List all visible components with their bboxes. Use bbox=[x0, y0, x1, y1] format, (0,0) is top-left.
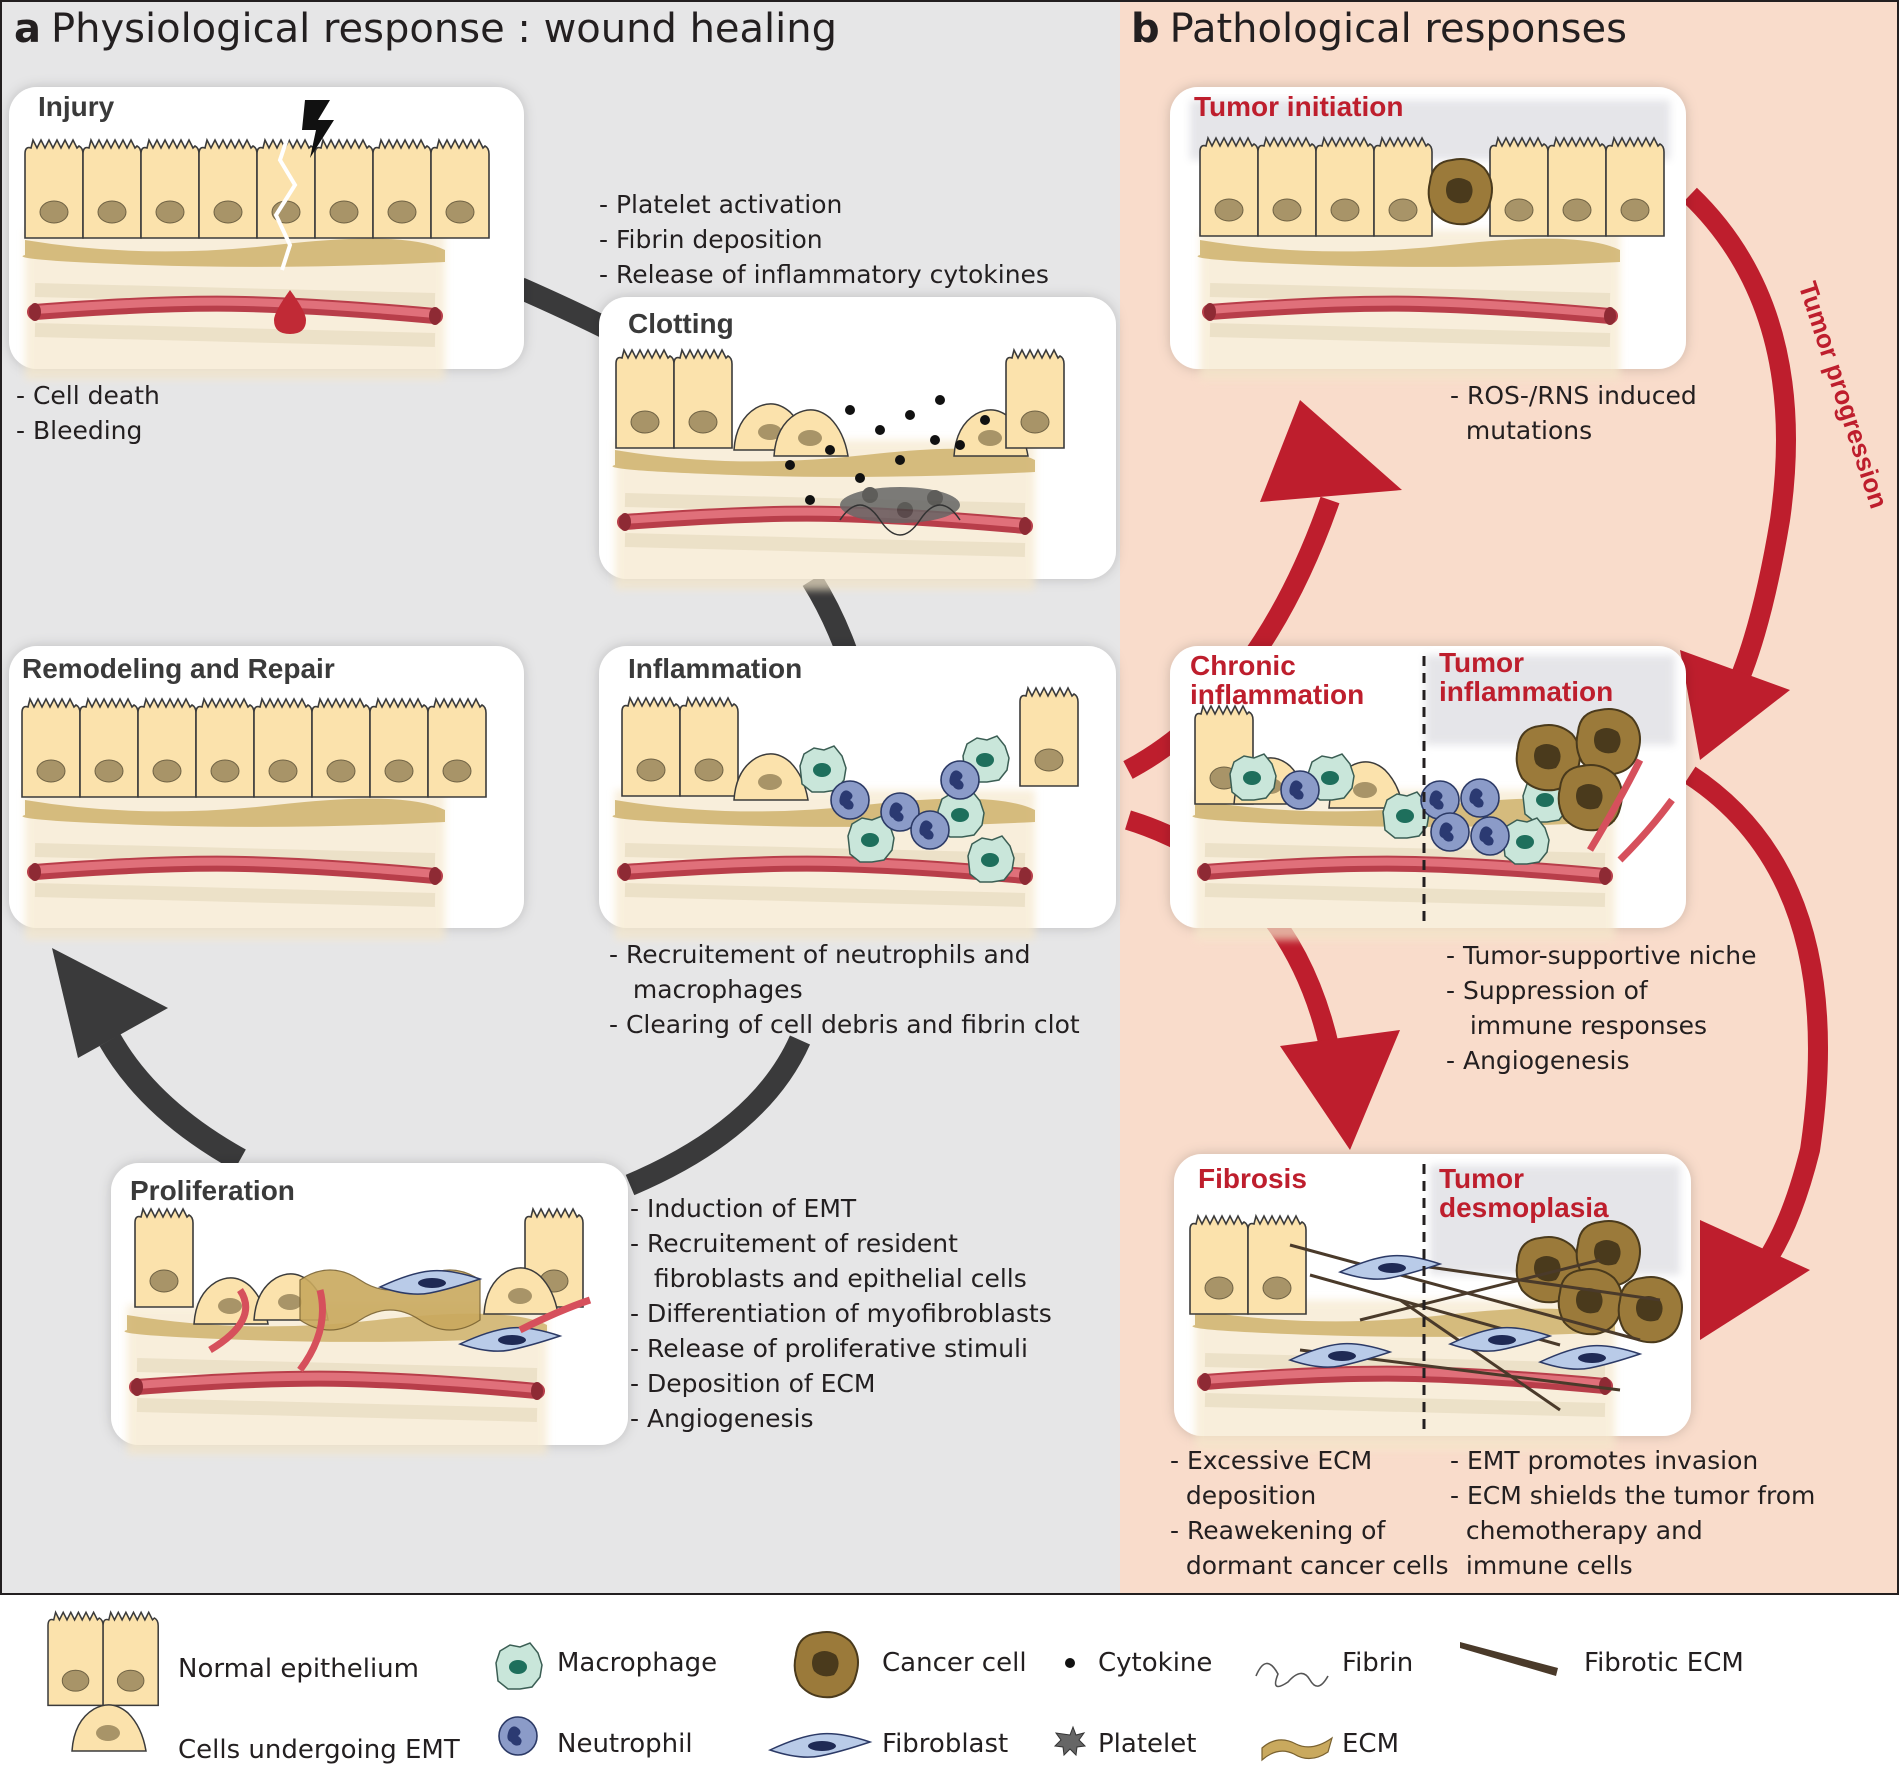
injury-notes: - Cell death - Bleeding bbox=[16, 381, 160, 445]
platelet-icon bbox=[1053, 1725, 1087, 1757]
fibrin-icon bbox=[1255, 1662, 1329, 1688]
panel-a-letter: a bbox=[14, 6, 41, 52]
cytokine-dots bbox=[785, 395, 990, 505]
lightning-icon bbox=[302, 100, 334, 158]
new-vessels bbox=[208, 1288, 592, 1373]
injury-title: Injury bbox=[38, 91, 115, 122]
legend-platelet: Platelet bbox=[1098, 1729, 1197, 1759]
legend-cancer-cell: Cancer cell bbox=[882, 1648, 1027, 1678]
legend-fibrotic-ecm: Fibrotic ECM bbox=[1584, 1648, 1744, 1678]
tumor-inflammation-notes: - Tumor-supportive niche - Suppression o… bbox=[1446, 941, 1757, 1075]
ecm-icon bbox=[1261, 1736, 1334, 1762]
legend-cells-emt: Cells undergoing EMT bbox=[178, 1735, 460, 1765]
wound-crack bbox=[273, 129, 298, 271]
epithelium-icon bbox=[47, 1611, 159, 1707]
tumor-desmoplasia-notes: - EMT promotes invasion - ECM shields th… bbox=[1450, 1446, 1816, 1580]
legend-neutrophil: Neutrophil bbox=[557, 1729, 693, 1759]
legend-macrophage: Macrophage bbox=[557, 1648, 718, 1678]
fibrosis-title: Fibrosis bbox=[1198, 1163, 1307, 1194]
injury-box bbox=[9, 87, 524, 380]
clotting-box bbox=[599, 297, 1116, 590]
tumor-desmoplasia-title: Tumor desmoplasia bbox=[1439, 1163, 1609, 1223]
fibroblast-icon bbox=[769, 1732, 871, 1758]
proliferation-box bbox=[111, 1163, 628, 1455]
arrow-tumor-progression-upper bbox=[1683, 187, 1796, 705]
chronic-inflammation-box bbox=[1170, 646, 1686, 940]
remodeling-box bbox=[9, 646, 524, 940]
emt-cell-icon bbox=[71, 1704, 147, 1752]
fibrosis-box bbox=[1174, 1154, 1691, 1450]
proliferation-title: Proliferation bbox=[130, 1175, 295, 1206]
inflammation-notes: - Recruitement of neutrophils and macrop… bbox=[609, 940, 1080, 1039]
legend-cytokine: Cytokine bbox=[1098, 1648, 1213, 1678]
cycle-arrowhead bbox=[52, 948, 168, 1058]
tumor-initiation-notes: - ROS-/RNS induced mutations bbox=[1450, 381, 1697, 445]
neutrophil-icon bbox=[498, 1716, 538, 1756]
tumor-initiation-title: Tumor initiation bbox=[1194, 91, 1404, 122]
remodeling-title: Remodeling and Repair bbox=[22, 653, 335, 684]
tumor-inflammation-title: Tumor inflammation bbox=[1439, 647, 1614, 707]
cycle-arrow-inflammation-proliferation bbox=[625, 1035, 811, 1196]
panel-b-letter: b bbox=[1131, 6, 1160, 52]
legend-fibrin: Fibrin bbox=[1342, 1648, 1414, 1678]
inflammation-box bbox=[599, 646, 1116, 940]
blood-drop-icon bbox=[274, 290, 306, 334]
arrow-tumor-progression-lower bbox=[1684, 766, 1828, 1276]
proliferation-notes: - Induction of EMT - Recruitement of res… bbox=[630, 1194, 1052, 1433]
cancer-cell-icon bbox=[793, 1631, 859, 1699]
inflammation-title: Inflammation bbox=[628, 653, 803, 684]
cycle-arrow-proliferation-remodeling bbox=[99, 1033, 246, 1171]
cytokine-icon bbox=[1065, 1658, 1075, 1668]
figure-frame bbox=[0, 0, 1899, 1595]
chronic-inflammation-title: Chronic inflammation bbox=[1190, 650, 1365, 710]
legend-fibroblast: Fibroblast bbox=[882, 1729, 1009, 1759]
legend-icons bbox=[47, 1611, 1558, 1762]
tumor-initiation-box bbox=[1170, 87, 1686, 380]
clot bbox=[840, 487, 960, 523]
clotting-title: Clotting bbox=[628, 308, 734, 339]
fibrosis-notes: - Excessive ECM deposition - Reawekening… bbox=[1170, 1446, 1449, 1580]
clotting-notes: - Platelet activation - Fibrin depositio… bbox=[599, 190, 1049, 289]
legend-normal-epithelium: Normal epithelium bbox=[178, 1654, 419, 1684]
legend-ecm: ECM bbox=[1342, 1729, 1400, 1759]
macrophage-icon bbox=[495, 1642, 543, 1690]
fibrotic-ecm-icon bbox=[1460, 1642, 1558, 1676]
